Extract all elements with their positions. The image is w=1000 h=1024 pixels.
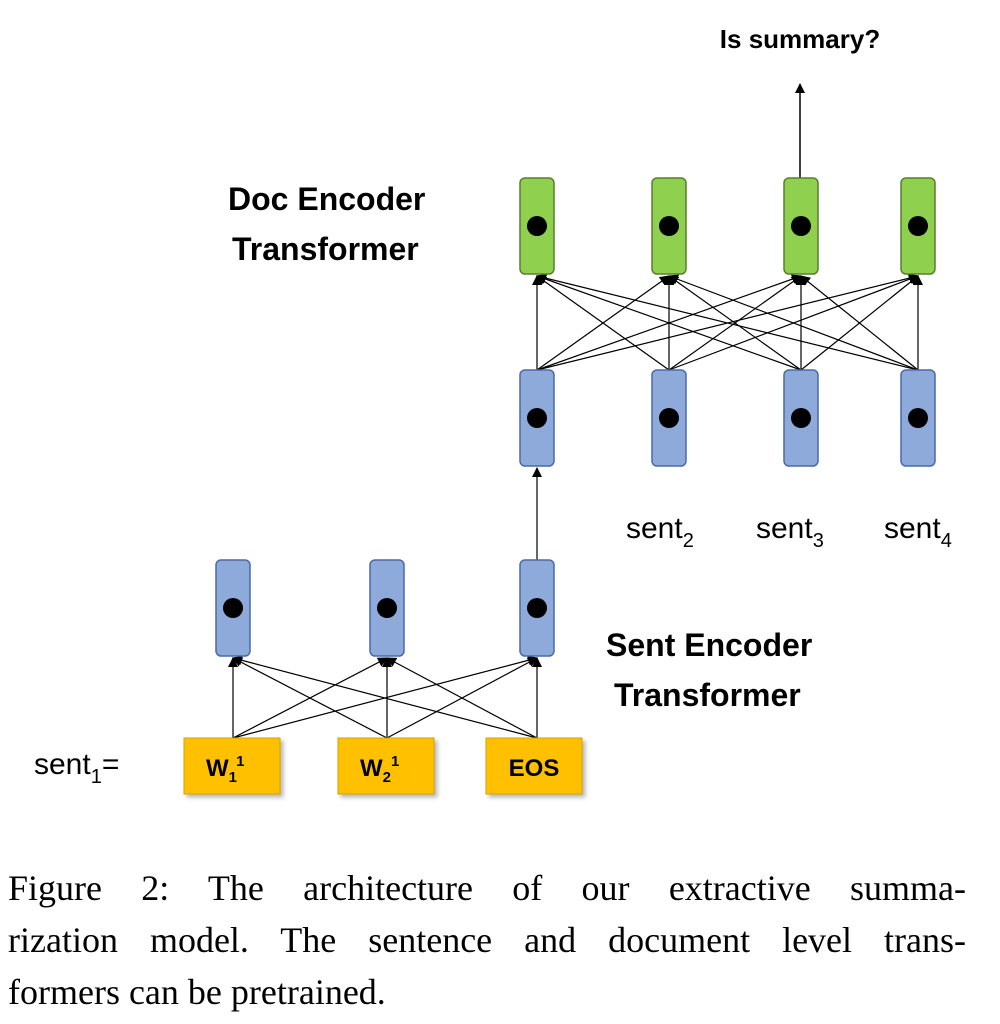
- doc-encoder-nodes: [519, 177, 936, 275]
- doc-node-4: [900, 177, 936, 275]
- sent-encoder-node-3: [519, 559, 555, 657]
- doc-encoder-label-line2: Transformer: [232, 231, 419, 267]
- sent-vector-4: [900, 369, 936, 467]
- token-w1: W11: [183, 737, 281, 795]
- is-summary-label: Is summary?: [720, 24, 880, 54]
- token-nodes: W11 W21 EOS: [183, 737, 583, 795]
- sent-encoder-connections: [228, 655, 542, 739]
- token-eos: EOS: [485, 737, 583, 795]
- doc-encoder-label-line1: Doc Encoder: [228, 181, 425, 217]
- caption-line-3: formers can be pretrained.: [8, 972, 386, 1012]
- sent2-label: sent2: [626, 512, 694, 552]
- sent-vector-1: [519, 369, 555, 467]
- sentence-vector-nodes: [519, 369, 936, 467]
- sent-encoder-node-2: [369, 559, 405, 657]
- svg-text:W21: W21: [360, 753, 399, 786]
- svg-text:W11: W11: [206, 753, 245, 786]
- sent-encoder-nodes: [215, 559, 555, 657]
- sent-vector-2: [651, 369, 687, 467]
- doc-node-1: [519, 177, 555, 275]
- doc-node-3: [783, 177, 819, 275]
- caption-line-2: rization model. The sentence and documen…: [8, 920, 966, 960]
- caption-line-1: Figure 2: The architecture of our extrac…: [8, 868, 966, 908]
- doc-node-2: [651, 177, 687, 275]
- sent-encoder-node-1: [215, 559, 251, 657]
- sent-encoder-label-line2: Transformer: [614, 677, 801, 713]
- sent-vector-3: [783, 369, 819, 467]
- token-w2: W21: [337, 737, 435, 795]
- sent3-label: sent3: [756, 512, 824, 552]
- sent4-label: sent4: [884, 512, 952, 552]
- architecture-diagram: Is summary? Doc Encoder Transformer: [34, 24, 952, 795]
- sent1-label: sent1=: [34, 748, 119, 788]
- sent-encoder-label-line1: Sent Encoder: [606, 627, 812, 663]
- svg-text:EOS: EOS: [509, 755, 560, 782]
- doc-encoder-connections: [532, 273, 923, 371]
- figure-caption: Figure 2: The architecture of our extrac…: [8, 862, 966, 1018]
